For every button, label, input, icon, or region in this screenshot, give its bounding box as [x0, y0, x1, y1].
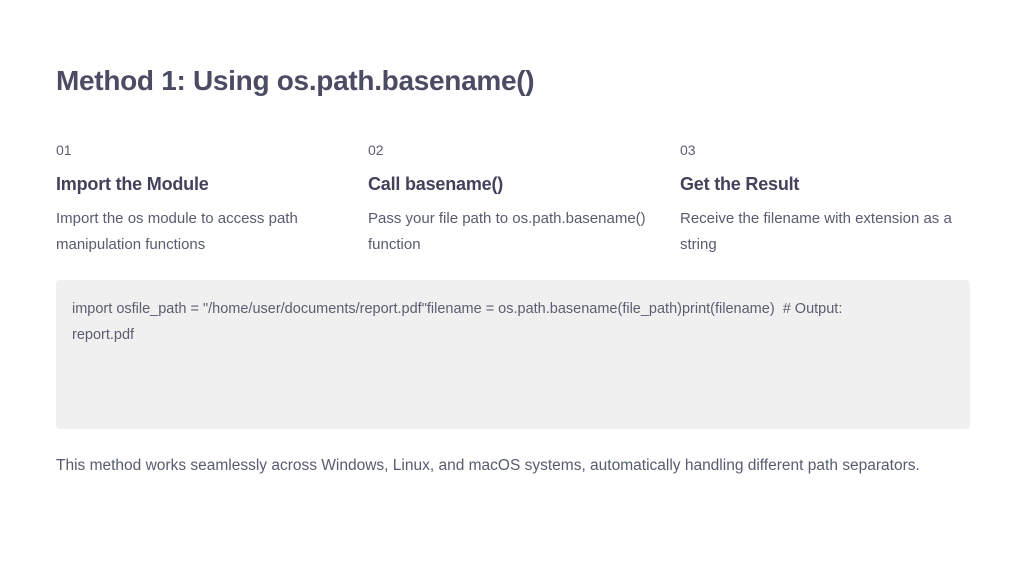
code-block: import osfile_path = "/home/user/documen… [56, 279, 970, 429]
step-heading: Get the Result [680, 173, 800, 194]
code-line: report.pdf [72, 326, 135, 343]
step-number: 02 [368, 141, 384, 158]
step-card-2: 02 Call basename() Pass your file path t… [368, 142, 658, 258]
step-number: 03 [680, 141, 696, 158]
step-description: Import the os module to access path mani… [56, 209, 298, 253]
code-line: import osfile_path = "/home/user/documen… [72, 300, 843, 317]
steps-row: 01 Import the Module Import the os modul… [56, 142, 970, 258]
step-description: Receive the filename with extension as a… [680, 209, 952, 253]
step-heading: Import the Module [56, 173, 209, 194]
step-number: 01 [56, 141, 72, 158]
step-description: Pass your file path to os.path.basename(… [368, 209, 646, 253]
page-title: Method 1: Using os.path.basename() [56, 65, 535, 96]
step-heading: Call basename() [368, 173, 504, 194]
step-card-1: 01 Import the Module Import the os modul… [56, 142, 346, 258]
footer-note: This method works seamlessly across Wind… [56, 456, 920, 474]
step-card-3: 03 Get the Result Receive the filename w… [680, 142, 970, 258]
